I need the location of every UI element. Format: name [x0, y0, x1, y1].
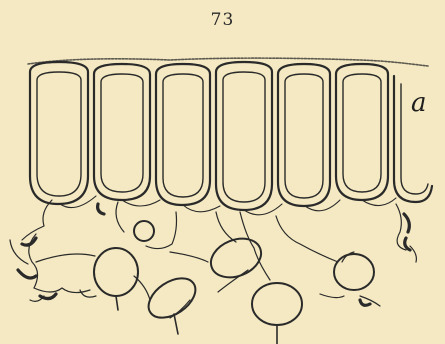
parenchyma-cells [94, 221, 374, 326]
figure-label-a: a [411, 88, 427, 118]
epidermal-cell [94, 64, 150, 200]
parenchyma-walls [10, 200, 416, 318]
parenchyma-cell [334, 254, 374, 290]
epidermal-cells [30, 62, 432, 210]
parenchyma-cell [141, 270, 202, 326]
parenchyma-cell [252, 283, 302, 325]
parenchyma-cell [134, 221, 154, 241]
parenchyma-cell [94, 248, 138, 296]
epidermal-cell [216, 62, 272, 210]
